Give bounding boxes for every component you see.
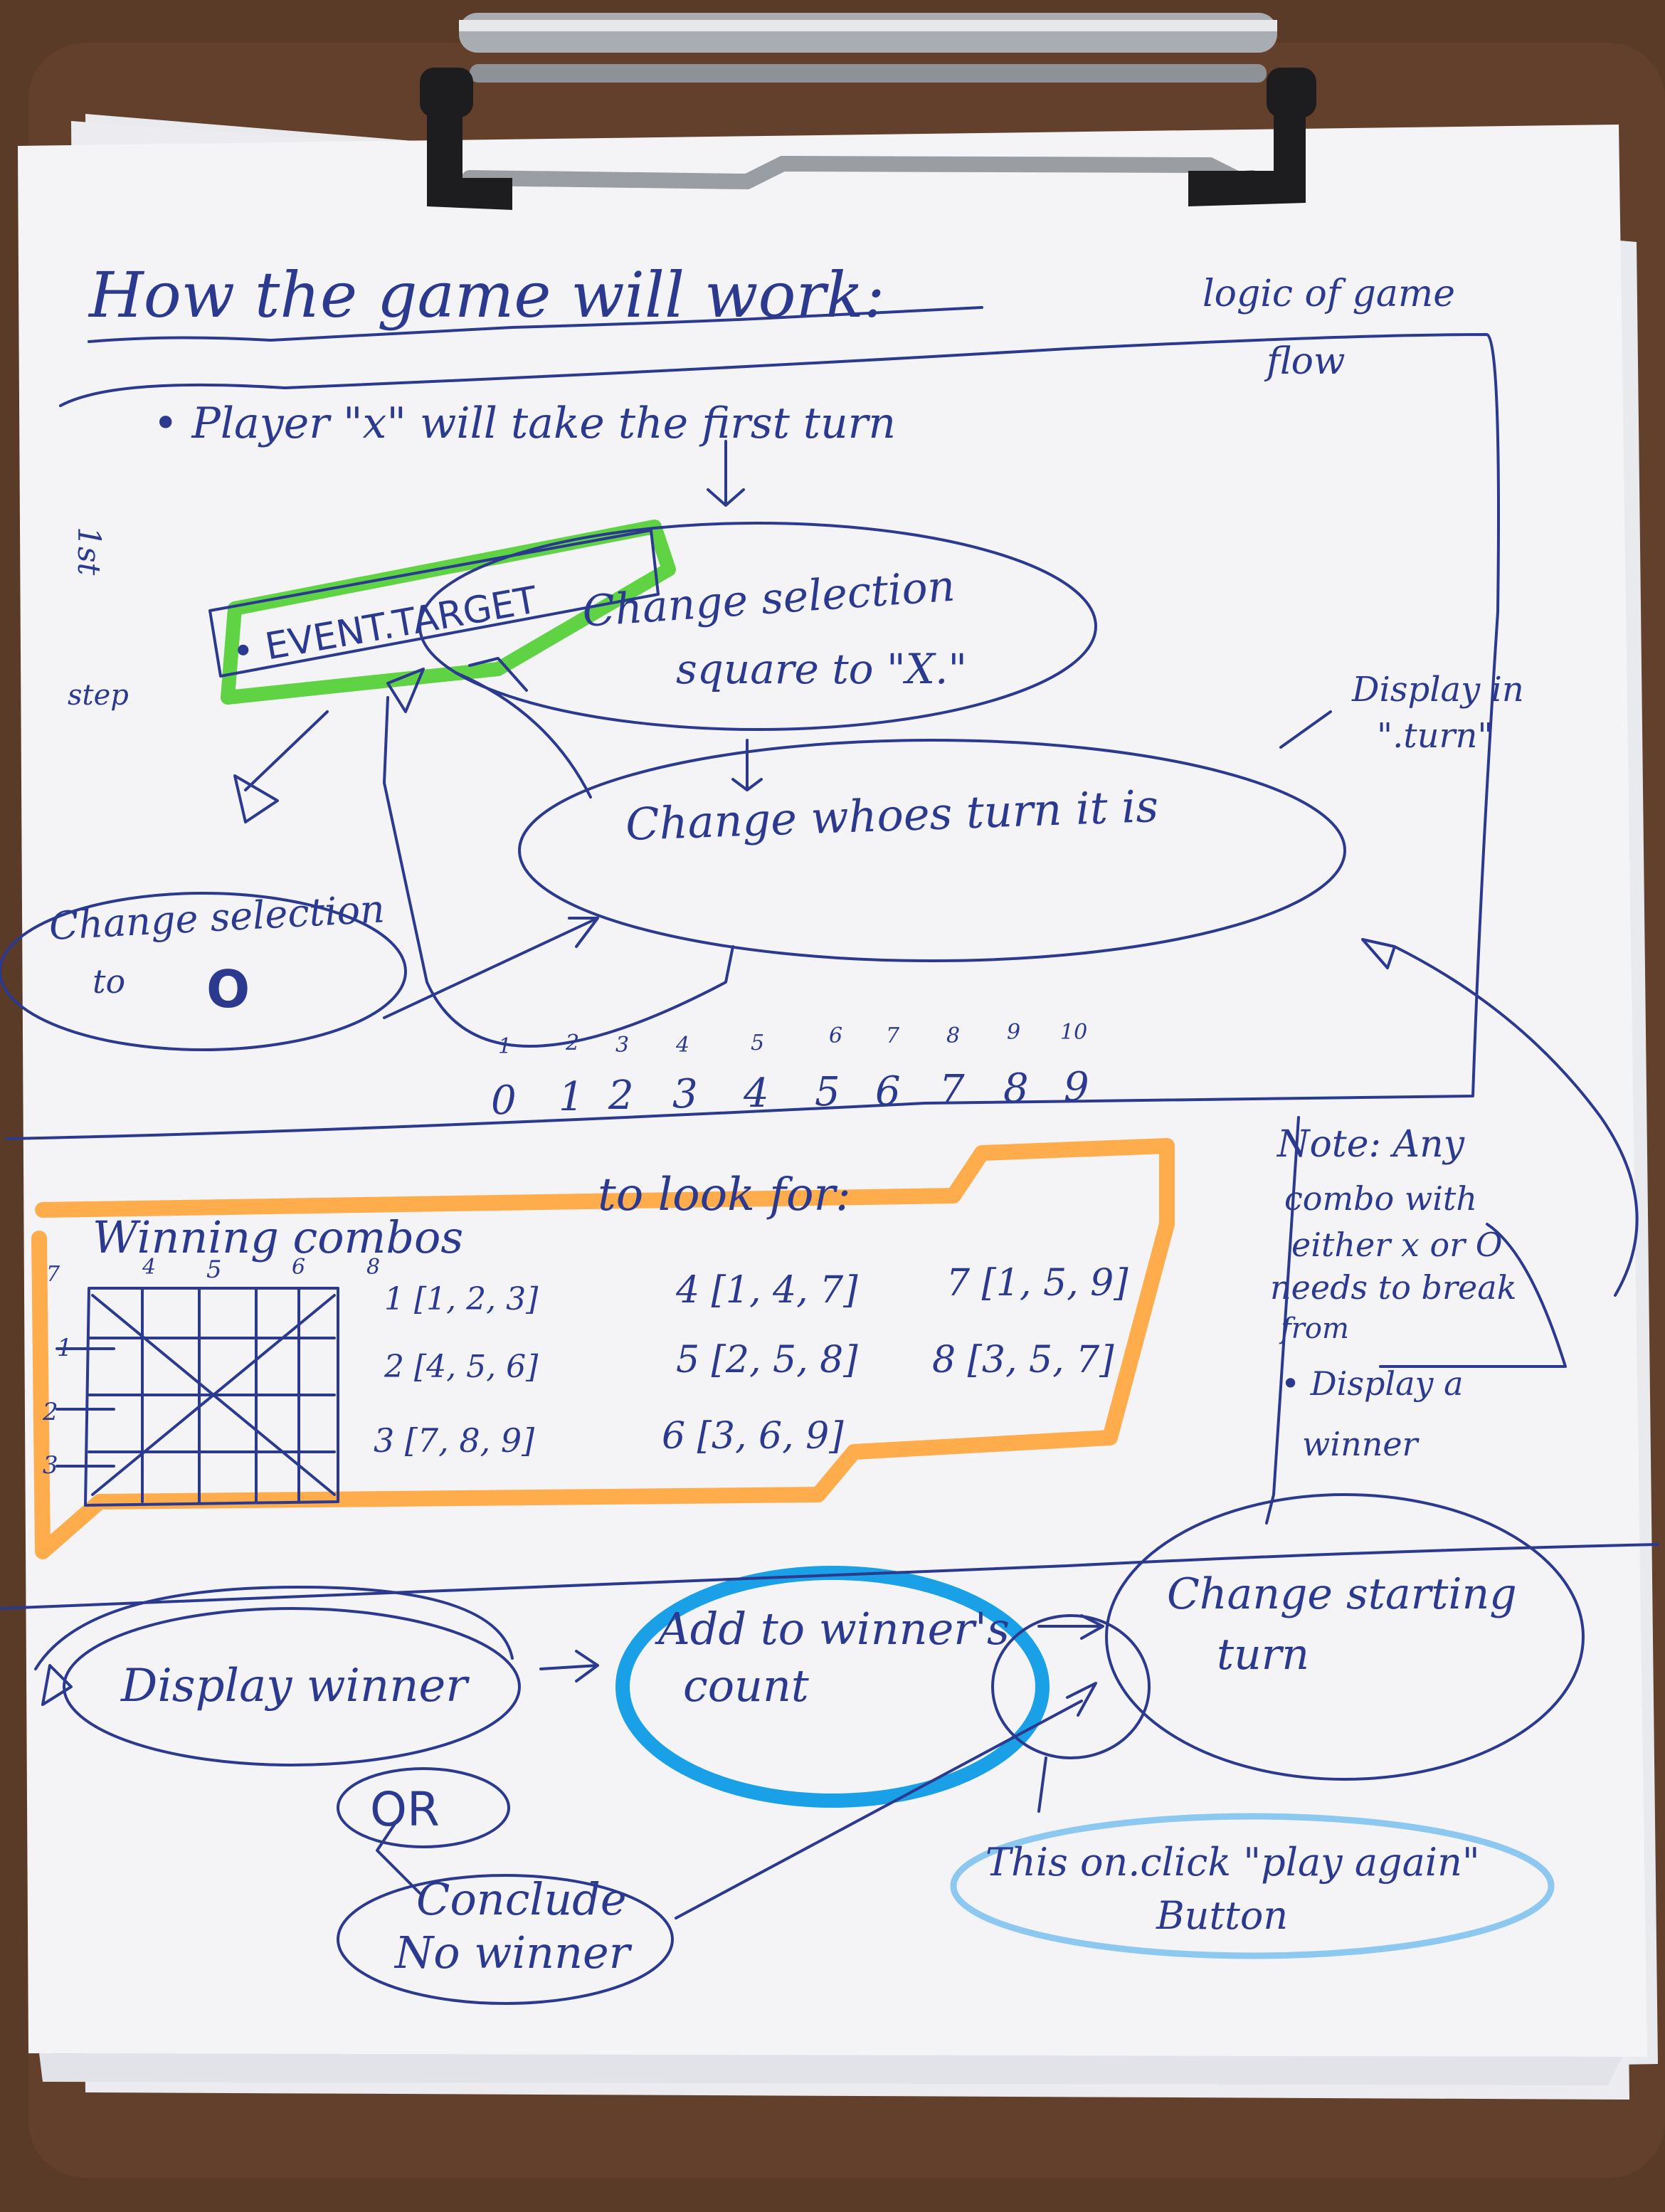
- binder-clip-icon: [420, 13, 1316, 210]
- note-line: needs to break: [1270, 1268, 1517, 1307]
- combo-list: 1 [1, 2, 3] 4 [1, 4, 7] 7 [1, 5, 9] 2 [4…: [374, 1262, 1128, 1460]
- index-number: 5: [815, 1069, 840, 1115]
- play-again-line2: Button: [1156, 1893, 1288, 1938]
- change-to-x-node: [418, 522, 1097, 731]
- position-number: 7: [886, 1023, 900, 1048]
- index-number: 9: [1064, 1064, 1089, 1110]
- combo-item: 2 [4, 5, 6]: [384, 1349, 539, 1385]
- grid-top-label: 5: [206, 1255, 222, 1284]
- or-label: OR: [370, 1782, 440, 1837]
- note-line: from: [1279, 1312, 1349, 1345]
- change-turn-node: [518, 739, 1346, 962]
- index-number: 0: [491, 1078, 517, 1124]
- index-number: 7: [939, 1067, 965, 1113]
- change-to-o-line2: to: [92, 962, 125, 1001]
- position-number: 4: [675, 1033, 689, 1058]
- margin-mark: 1st: [70, 527, 107, 576]
- side-heading-line2: flow: [1264, 340, 1346, 383]
- note-line: winner: [1302, 1425, 1420, 1463]
- index-number: 3: [672, 1071, 698, 1117]
- index-number: 2: [608, 1073, 634, 1119]
- position-number: 3: [615, 1033, 629, 1058]
- add-to-winners-line2: count: [683, 1660, 809, 1712]
- note-line: combo with: [1284, 1179, 1477, 1218]
- grid-top-label: 4: [142, 1255, 156, 1280]
- player-line: • Player "x" will take the first turn: [153, 399, 896, 448]
- play-again-line1: This on.click "play again": [985, 1840, 1480, 1885]
- grid-top-label: 6: [292, 1255, 305, 1280]
- conclude-line2: No winner: [393, 1927, 633, 1979]
- change-to-o-line3: O: [206, 959, 250, 1019]
- note-line: Note: Any: [1276, 1123, 1465, 1166]
- combo-item: 8 [3, 5, 7]: [932, 1339, 1114, 1381]
- change-starting-turn-node: [1105, 1493, 1585, 1781]
- combo-item: 6 [3, 6, 9]: [662, 1415, 844, 1458]
- position-number: 5: [751, 1031, 764, 1055]
- side-note: Note: Any combo with either x or O needs…: [1270, 1123, 1517, 1463]
- combo-item: 3 [7, 8, 9]: [374, 1421, 534, 1460]
- grid-top-label: 8: [366, 1255, 380, 1280]
- display-turn-line2: ".turn": [1377, 716, 1493, 756]
- add-to-winners-highlight: [615, 1566, 1050, 1808]
- index-number: 1: [559, 1074, 584, 1120]
- step-label: step: [68, 679, 129, 712]
- conclude-line1: Conclude: [416, 1873, 627, 1925]
- combo-item: 7 [1, 5, 9]: [946, 1262, 1128, 1305]
- index-number: 8: [1003, 1065, 1029, 1112]
- look-for-label: to look for:: [598, 1169, 851, 1221]
- position-number: 2: [565, 1031, 579, 1055]
- grid-top-label: 7: [46, 1262, 60, 1287]
- display-winner-label: Display winner: [120, 1660, 470, 1712]
- conclude-no-winner-node: [337, 1874, 674, 2005]
- note-line: either x or O: [1291, 1226, 1502, 1264]
- position-number: 10: [1060, 1020, 1087, 1045]
- index-number: 6: [875, 1068, 901, 1115]
- page-title: How the game will work:: [88, 258, 884, 332]
- grid-side-label: 1: [57, 1334, 73, 1362]
- or-node: [337, 1767, 510, 1848]
- grid-side-label: 3: [43, 1451, 58, 1480]
- combo-item: 5 [2, 5, 8]: [676, 1339, 858, 1381]
- tic-tac-toe-sketch: [56, 1287, 339, 1507]
- change-starting-line1: Change starting: [1167, 1569, 1517, 1619]
- combo-item: 4 [1, 4, 7]: [675, 1269, 858, 1312]
- grid-side-label: 2: [42, 1398, 58, 1426]
- winning-combos-heading: Winning combos: [92, 1211, 463, 1263]
- change-starting-line2: turn: [1217, 1630, 1309, 1680]
- combo-item: 1 [1, 2, 3]: [384, 1281, 539, 1317]
- side-heading-line1: logic of game: [1202, 273, 1455, 315]
- note-line: • Display a: [1281, 1364, 1464, 1403]
- change-to-o-node: [0, 892, 407, 1051]
- position-number: 6: [829, 1023, 842, 1048]
- add-to-winners-line1: Add to winner's: [655, 1603, 1010, 1655]
- position-number: 1: [498, 1034, 512, 1059]
- play-again-highlight: [950, 1813, 1555, 1959]
- display-turn-line1: Display in: [1351, 670, 1524, 710]
- display-winner-node: [63, 1607, 521, 1766]
- index-row: 1 2 3 4 5 6 7 8 9 10 0 1 2 3 4 5 6 7 8 9: [491, 1020, 1089, 1124]
- position-number: 9: [1007, 1020, 1020, 1045]
- change-to-x-line2: square to "X.": [676, 645, 967, 693]
- index-number: 4: [743, 1070, 769, 1117]
- position-number: 8: [946, 1023, 960, 1048]
